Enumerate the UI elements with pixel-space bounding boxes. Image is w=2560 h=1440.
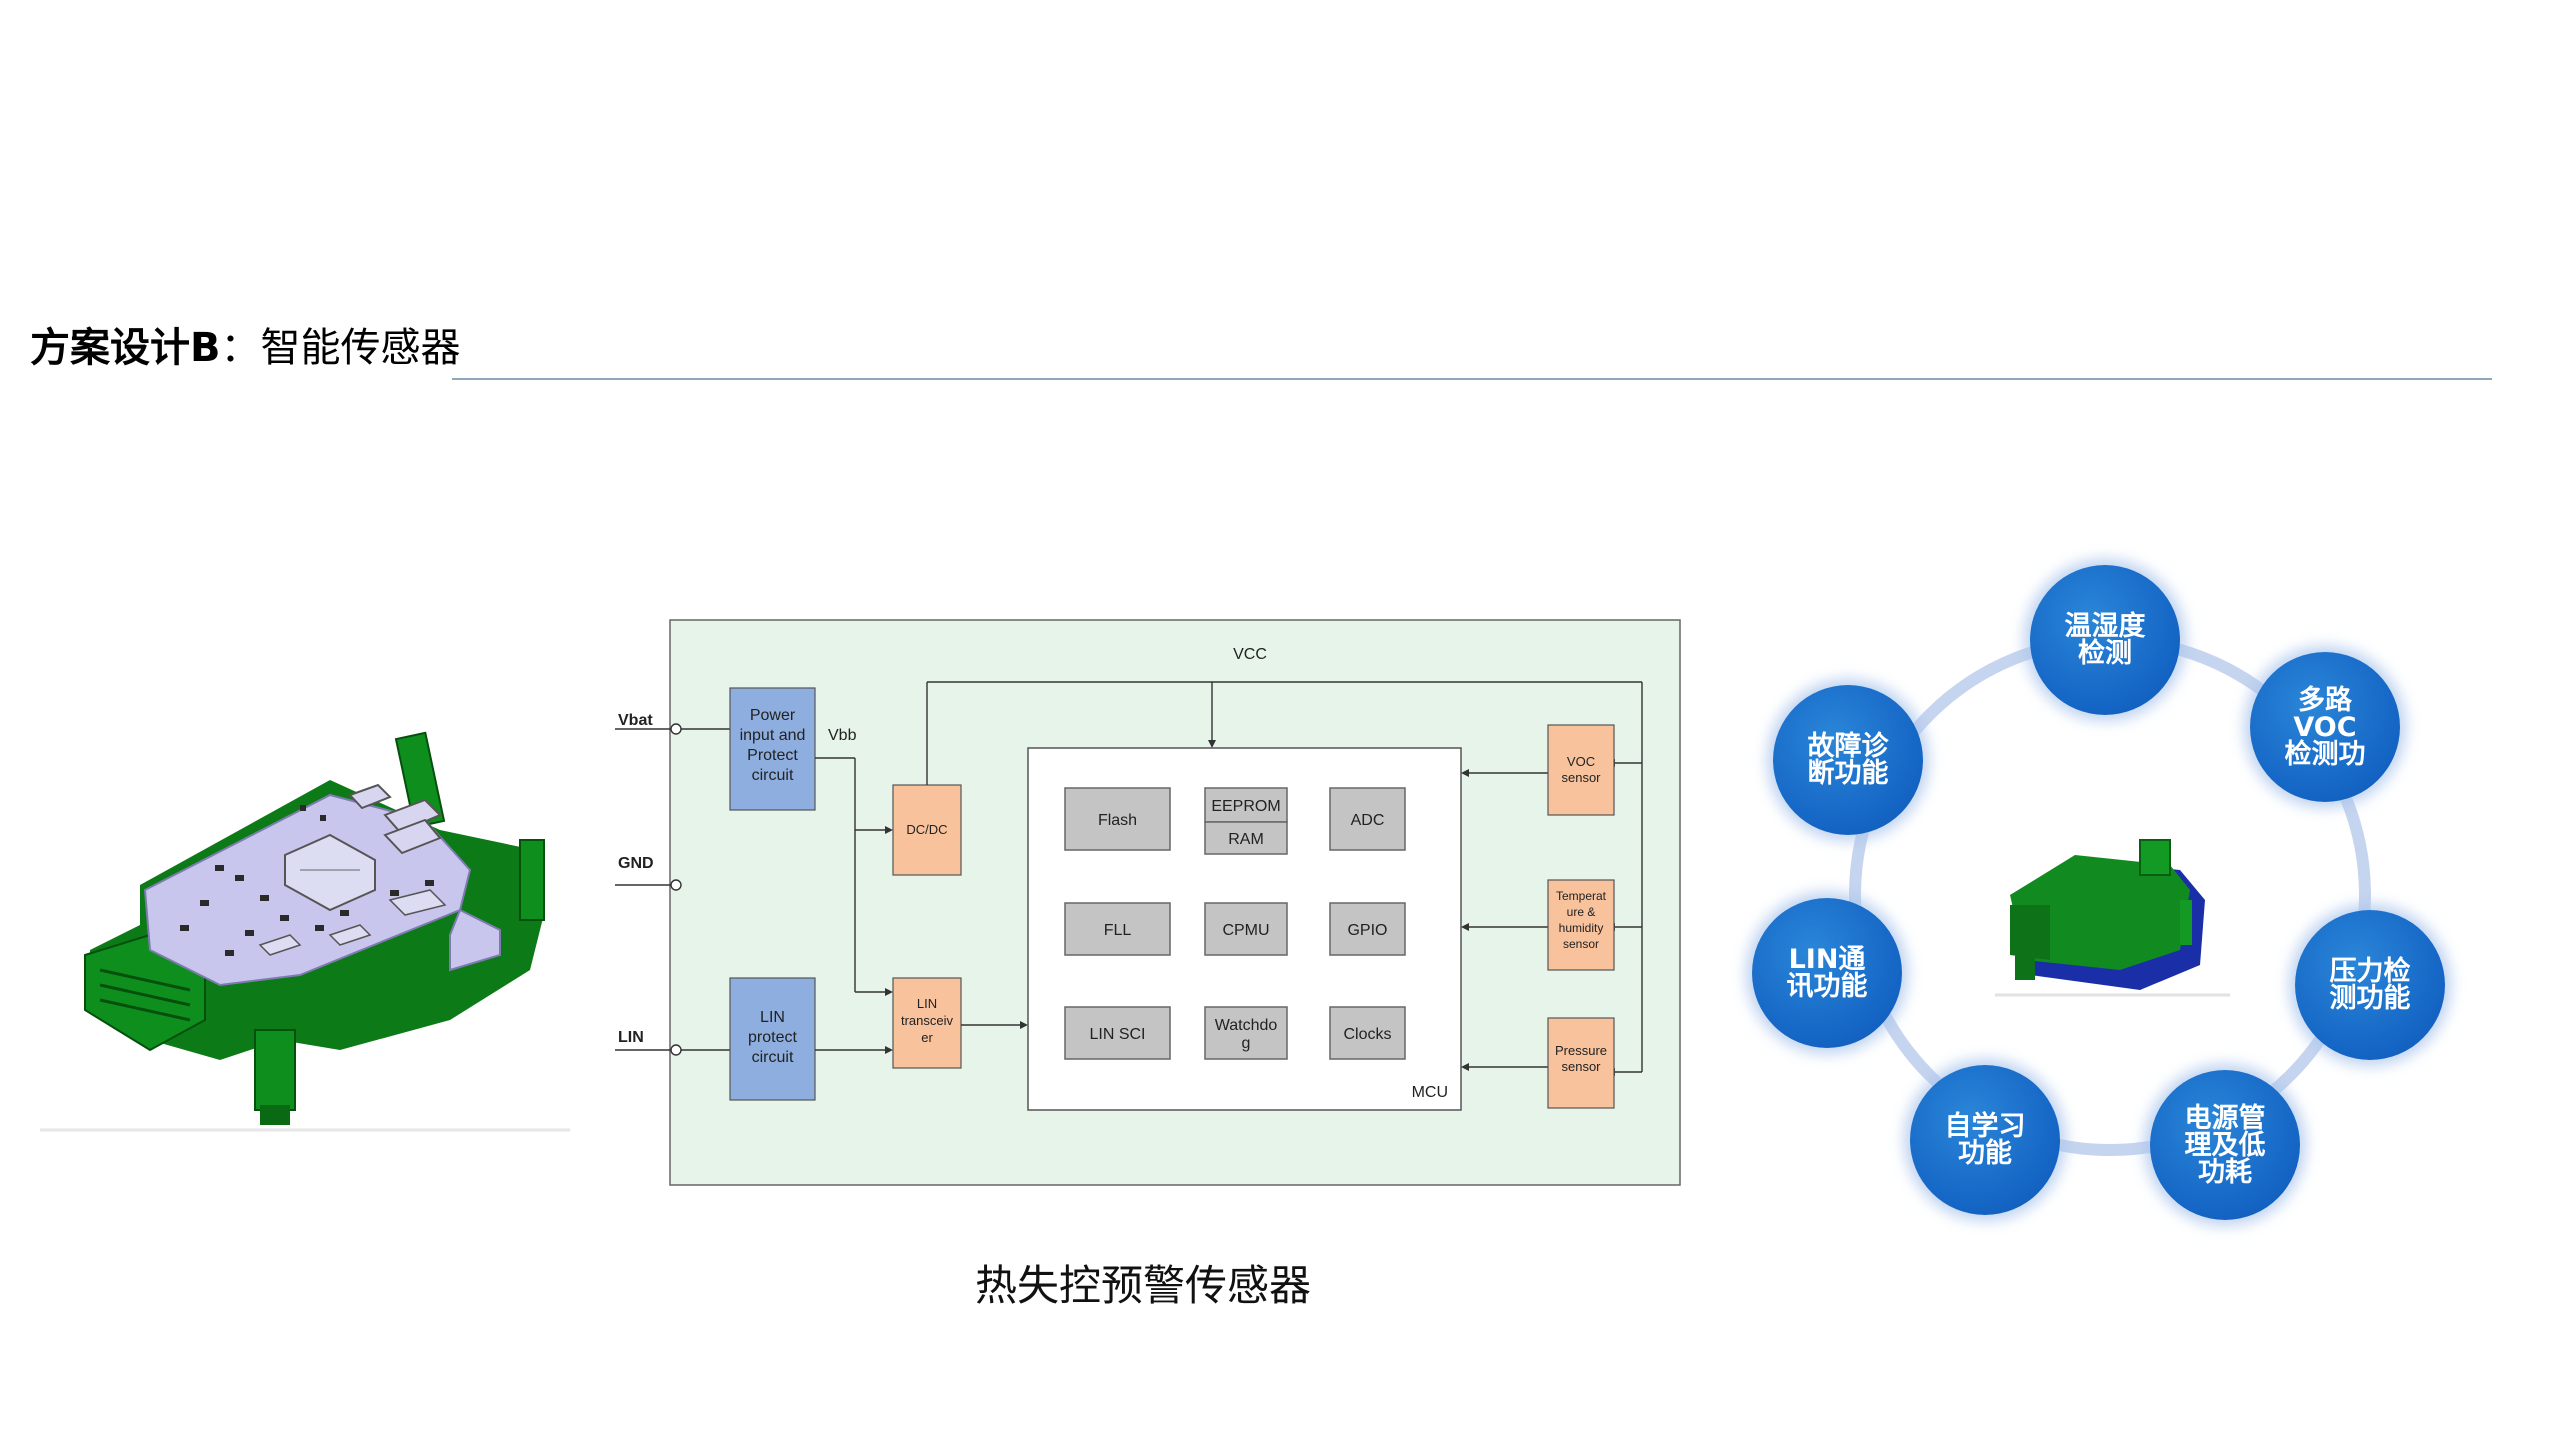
mcu-fll-block: [1064, 902, 1171, 956]
temp-humidity-sensor-label: Temperat ure & humidity sensor: [1556, 889, 1607, 951]
mcu-adc-block: [1329, 787, 1406, 851]
lin-protect-block: [729, 977, 816, 1101]
mcu-eeprom-block: [1204, 787, 1288, 823]
t-linprot-line: LIN: [760, 1009, 785, 1026]
mcu-clocks-block: [1329, 1006, 1406, 1060]
t-lintr-line: er: [921, 1030, 933, 1045]
t-voc-line: sensor: [1561, 770, 1601, 785]
mcu-ram-block: [1204, 821, 1288, 855]
t-linprot-line: circuit: [752, 1049, 794, 1066]
t-temp-line: sensor: [1563, 937, 1599, 951]
lin-transceiver-label: LIN transceiv er: [901, 996, 954, 1045]
mcu-flash-block: [1064, 787, 1171, 851]
feature-pressure-label: 压力检测功能: [2329, 956, 2411, 1014]
pin-vbat-label: Vbat: [618, 712, 653, 729]
feature-self-learning-label: 自学习功能: [1944, 1111, 2026, 1169]
t-press-line: sensor: [1561, 1059, 1601, 1074]
sensor-module-image: [40, 731, 570, 1132]
pin-vbat: Vbat: [615, 712, 682, 735]
pin-lin-label: LIN: [618, 1029, 644, 1046]
mcu-cpmu-block: [1204, 902, 1288, 956]
title-divider: [452, 378, 2492, 380]
feature-multi-voc: 多路VOC检测功: [2250, 652, 2400, 802]
title-rest: 智能传感器: [260, 325, 461, 371]
diagram-caption: 热失控预警传感器: [975, 1261, 1312, 1310]
mcu-gpio-block: [1329, 902, 1406, 956]
t-power-line: Power: [750, 707, 796, 724]
mcu-clocks-label: Clocks: [1343, 1026, 1391, 1043]
feature-self-learning: 自学习功能: [1910, 1065, 2060, 1215]
mcu-cpmu-label: CPMU: [1222, 922, 1269, 939]
pressure-sensor-block: [1547, 1017, 1615, 1109]
pin-gnd-label: GND: [618, 855, 654, 872]
mcu-watchdog-block: [1204, 1006, 1288, 1060]
feature-ring: 温湿度检测 多路VOC检测功 压力检测功能 电源管理及低功耗 自学习功能 LIN…: [1752, 565, 2460, 1220]
t-temp-line: humidity: [1559, 921, 1604, 935]
mcu-lin-sci-block: [1064, 1006, 1171, 1060]
page-title: 方案设计B：智能传感器: [30, 315, 461, 373]
dcdc-block: [892, 784, 962, 876]
pin-gnd: GND: [615, 855, 682, 891]
mcu-lin-sci-label: LIN SCI: [1089, 1026, 1145, 1043]
t-power-line: input and: [740, 727, 806, 744]
voc-sensor-block: [1547, 724, 1615, 816]
t-power-line: Protect: [747, 747, 798, 764]
t-lintr-line: LIN: [917, 996, 937, 1011]
mcu-gpio-label: GPIO: [1347, 922, 1387, 939]
mcu-ram-label: RAM: [1228, 831, 1264, 848]
t-power-line: circuit: [752, 767, 794, 784]
t-lintr-line: transceiv: [901, 1013, 954, 1028]
feature-power-management-label: 电源管理及低功耗: [2184, 1102, 2266, 1188]
mcu-flash-label: Flash: [1098, 812, 1137, 829]
feature-temp-humidity-label: 温湿度检测: [2064, 611, 2146, 669]
t-voc-line: VOC: [1567, 754, 1595, 769]
title-colon: ：: [220, 325, 261, 371]
mcu-label: MCU: [1412, 1084, 1448, 1101]
temp-humidity-sensor-block: [1547, 879, 1615, 971]
feature-temp-humidity: 温湿度检测: [2030, 565, 2180, 715]
feature-pressure: 压力检测功能: [2295, 910, 2445, 1060]
t-temp-line: ure &: [1567, 905, 1596, 919]
vcc-label: VCC: [1233, 646, 1267, 663]
feature-lin-comm-label: LIN通讯功能: [1786, 944, 1868, 1002]
mcu-adc-label: ADC: [1351, 812, 1385, 829]
t-linprot-line: protect: [748, 1029, 797, 1046]
pin-lin: LIN: [615, 1029, 682, 1056]
mcu-fll-label: FLL: [1104, 922, 1132, 939]
power-input-protect-block: [729, 687, 816, 811]
dcdc-label: DC/DC: [906, 822, 947, 837]
t-temp-line: Temperat: [1556, 889, 1607, 903]
mcu-eeprom-label: EEPROM: [1211, 798, 1280, 815]
feature-power-management: 电源管理及低功耗: [2150, 1070, 2300, 1220]
t-press-line: Pressure: [1555, 1043, 1607, 1058]
title-bold: 方案设计B: [30, 325, 221, 371]
center-module-image: [1995, 839, 2230, 997]
feature-fault-diagnosis: 故障诊断功能: [1773, 685, 1923, 835]
feature-ring-track: [1849, 634, 2371, 1156]
feature-lin-comm: LIN通讯功能: [1752, 898, 1902, 1048]
vbb-label: Vbb: [828, 727, 857, 744]
feature-multi-voc-label: 多路VOC检测功: [2284, 684, 2366, 770]
lin-transceiver-block: [892, 977, 962, 1069]
feature-fault-diagnosis-label: 故障诊断功能: [1807, 731, 1889, 789]
lin-protect-label: LIN protect circuit: [748, 1009, 797, 1066]
